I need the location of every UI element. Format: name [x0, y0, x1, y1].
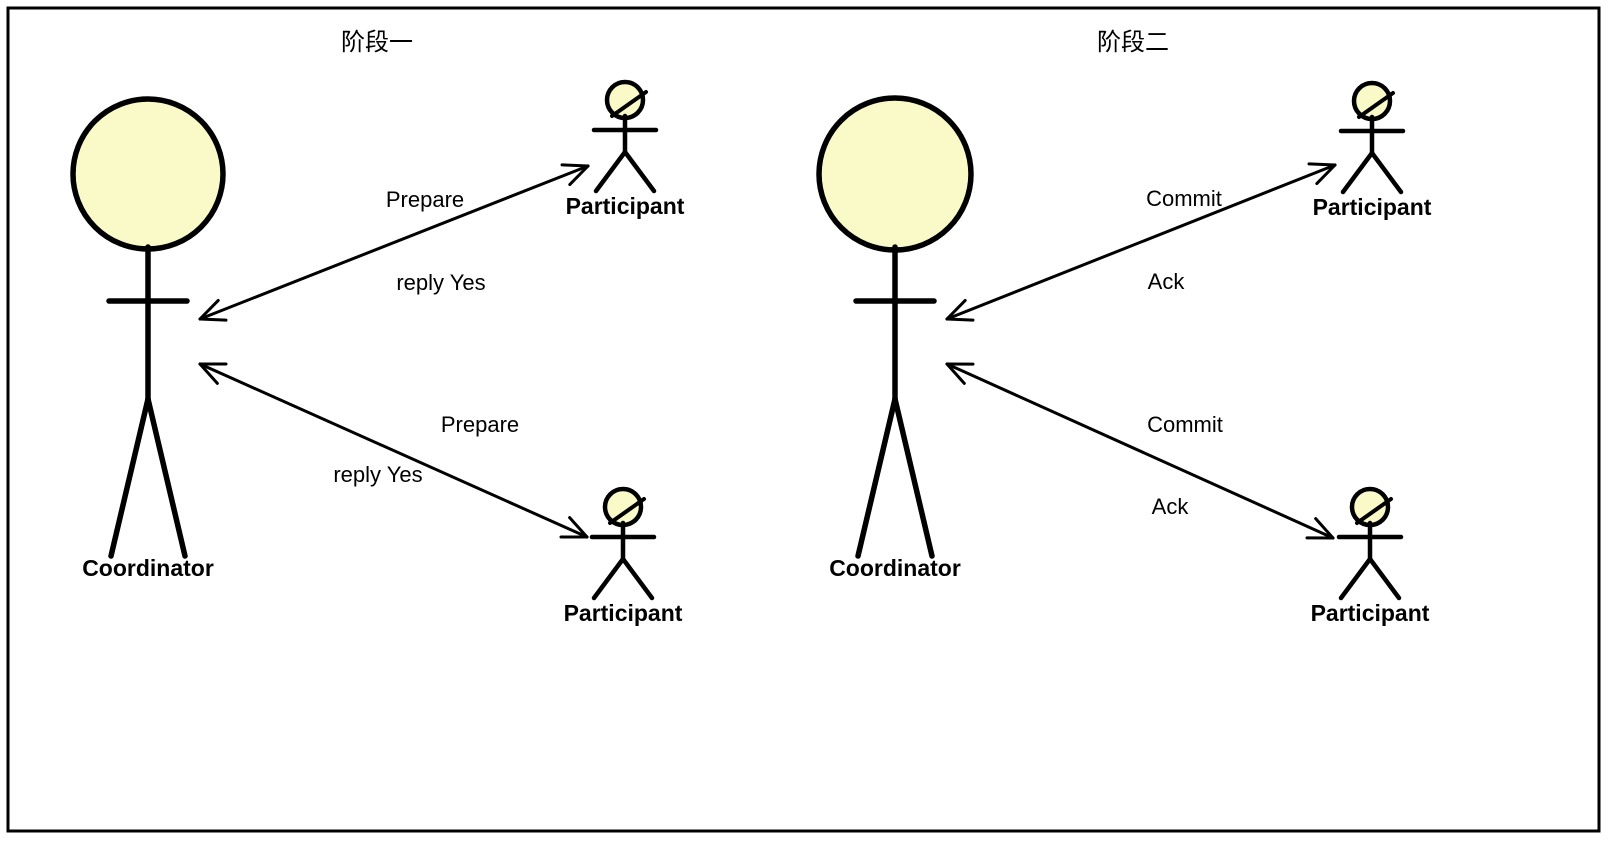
participant-1-bottom: Participant [564, 486, 683, 626]
arrowhead [945, 298, 967, 321]
arrowhead [1315, 163, 1337, 186]
msg-prepare-bottom: Prepare reply Yes [198, 362, 589, 539]
message-line [198, 362, 589, 539]
msg-prepare-top: Prepare reply Yes [198, 163, 590, 322]
message-label-reply: reply Yes [396, 270, 485, 295]
message-label-request: Prepare [441, 412, 519, 437]
arrowhead [198, 362, 219, 385]
actor-leg-left [855, 396, 898, 559]
actor-head-slash [1355, 497, 1393, 525]
actor-leg-right [622, 149, 657, 194]
coordinator-1: Coordinator [70, 96, 226, 581]
actor-label: Participant [566, 193, 685, 219]
arrowhead [945, 362, 966, 385]
message-label-reply: Ack [1152, 494, 1190, 519]
actor-label: Participant [1313, 194, 1432, 220]
actor-head-slash [1357, 91, 1395, 119]
phase-title: 阶段二 [1097, 29, 1169, 56]
message-label-request: Commit [1147, 412, 1223, 437]
message-line [945, 362, 1335, 540]
actor-label: Participant [1311, 600, 1430, 626]
actor-head [816, 95, 974, 253]
message-label-request: Commit [1146, 186, 1222, 211]
participant-2-bottom: Participant [1311, 486, 1430, 626]
arrowhead [568, 516, 589, 539]
phase-title: 阶段一 [341, 29, 413, 56]
arrowhead [198, 317, 228, 322]
actor-leg-left [593, 149, 628, 194]
actor-label: Participant [564, 600, 683, 626]
actor-head [70, 96, 226, 252]
actor-leg-left [591, 556, 626, 601]
actor-head-slash [608, 497, 646, 525]
arrowhead [568, 164, 590, 187]
message-label-reply: Ack [1148, 269, 1186, 294]
arrowhead [560, 163, 590, 168]
arrowhead [1307, 162, 1337, 167]
participant-1-top: Participant [566, 79, 685, 219]
actor-leg-right [1369, 150, 1404, 195]
arrowhead [1314, 517, 1335, 540]
actor-label: Coordinator [829, 555, 961, 581]
phase-2: 阶段二CommitAckCommitAckCoordinatorParticip… [816, 29, 1432, 626]
message-line [945, 163, 1337, 321]
actor-leg-right [620, 556, 655, 601]
message-line [198, 164, 590, 321]
actor-leg-left [1338, 556, 1373, 601]
diagram-border [6, 6, 1601, 833]
actor-leg-right [1367, 556, 1402, 601]
actor-leg-right [145, 396, 188, 559]
actor-leg-left [108, 396, 151, 559]
arrowhead [945, 317, 975, 322]
actor-label: Coordinator [82, 555, 214, 581]
actor-leg-left [1340, 150, 1375, 195]
coordinator-2: Coordinator [816, 95, 974, 581]
arrowhead [198, 298, 220, 321]
actor-leg-right [892, 396, 935, 559]
actor-head-slash [610, 90, 648, 118]
message-label-reply: reply Yes [333, 462, 422, 487]
message-label-request: Prepare [386, 187, 464, 212]
participant-2-top: Participant [1313, 80, 1432, 220]
